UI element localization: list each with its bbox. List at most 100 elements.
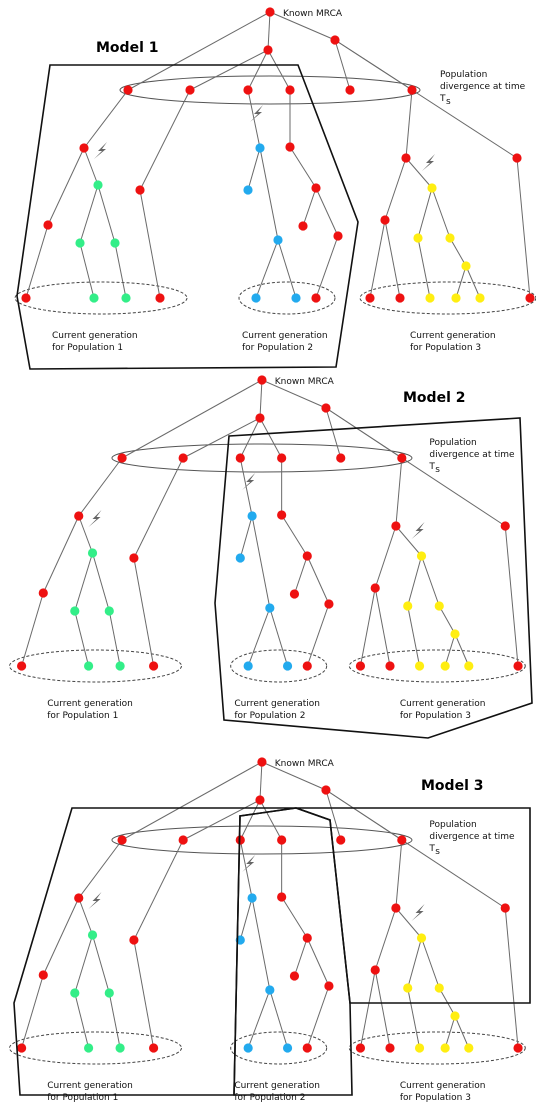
tree-node [397,453,407,463]
tree-node [115,661,125,671]
known-mrca-label: Known MRCA [283,9,343,19]
tree-edge [369,219,386,299]
model-grouping-outline [13,807,531,1096]
tree-node [321,403,331,413]
tree-edge [293,555,308,595]
tree-node [74,893,84,903]
tree-node [416,551,427,561]
tree-edge [182,799,261,841]
tree-edge [133,839,184,941]
tree-node [83,661,94,671]
tree-node [129,553,139,563]
model-grouping-outline [16,64,359,370]
tree-node [302,933,312,943]
tree-edge [334,39,518,159]
current-generation-label-pop-1: Current generation [52,331,138,341]
divergence-label-time-symbol: T [428,462,435,472]
current-generation-sublabel-pop-3: for Population 3 [400,1093,471,1103]
tree-node [500,903,510,913]
tree-edge [79,184,99,244]
known-mrca-label: Known MRCA [275,377,335,387]
tree-edge [79,242,95,299]
current-generation-sublabel-pop-2: for Population 2 [234,711,305,721]
tree-node [265,985,275,995]
tree-edge [293,937,308,977]
tree-edge [417,237,431,299]
tree-node [513,661,523,671]
tree-node [277,510,287,520]
tree-edge [92,552,110,612]
model-grouping-outline-inner [233,807,353,1096]
tree-node [79,143,89,153]
tree-edge [239,417,261,459]
tree-node [464,661,474,671]
tree-node [414,1043,425,1053]
divergence-label-line-2: divergence at time [429,832,515,842]
tree-node [93,180,103,190]
tree-node [277,453,287,463]
current-generation-sublabel-pop-2: for Population 2 [242,343,313,353]
tree-node [277,892,287,902]
tree-node [282,661,293,671]
tree-node [464,1043,474,1053]
tree-edge [251,897,271,991]
current-generation-sublabel-pop-1: for Population 1 [52,343,123,353]
tree-node [70,988,80,998]
tree-edge [251,515,271,609]
current-generation-ellipse-pop-1 [8,1031,182,1065]
tree-node [243,1043,253,1053]
tree-node [403,983,413,993]
current-generation-ellipse-pop-2 [238,281,336,315]
tree-node [285,142,295,152]
divergence-label-subscript: s [435,465,440,475]
tree-node [445,233,455,243]
tree-edge [374,525,397,589]
current-generation-label-pop-2: Current generation [242,331,328,341]
tree-node [70,606,80,616]
tree-edge [247,49,269,91]
mutation-lightning-icon [94,142,107,159]
divergence-time-ellipse [111,825,413,855]
tree-node [440,1043,450,1053]
tree-edge [395,525,422,557]
divergence-label-time-symbol: T [428,844,435,854]
tree-node [185,85,195,95]
tree-edge [239,457,253,517]
tree-node [302,661,312,671]
tree-edge [247,989,271,1049]
tree-node [257,375,267,385]
current-generation-label-pop-2: Current generation [234,699,320,709]
tree-node [74,511,84,521]
tree-node [38,970,48,980]
tree-node [414,661,425,671]
tree-edge [108,610,121,667]
current-generation-ellipse-pop-3 [359,281,536,315]
tree-node [255,413,265,423]
divergence-label-line-2: divergence at time [429,450,515,460]
tree-node [434,601,444,611]
tree-node [43,220,53,230]
tree-node [289,589,300,599]
current-generation-label-pop-3: Current generation [410,331,496,341]
tree-node [336,453,346,463]
tree-node [391,521,401,531]
tree-edge [78,839,123,899]
divergence-label-line-2: divergence at time [440,82,526,92]
tree-node [475,293,485,303]
tree-edge [444,633,456,667]
tree-edge [139,189,161,299]
tree-node [117,453,127,463]
tree-node [311,183,321,193]
tree-edge [421,937,440,989]
tree-node [291,293,301,303]
tree-edge [454,1015,470,1049]
tree-edge [431,187,451,239]
tree-edge [239,839,253,899]
tree-node [512,153,522,163]
tree-edge [405,157,433,189]
tree-edge [127,11,271,91]
tree-node [149,661,159,671]
tree-node [263,45,273,55]
